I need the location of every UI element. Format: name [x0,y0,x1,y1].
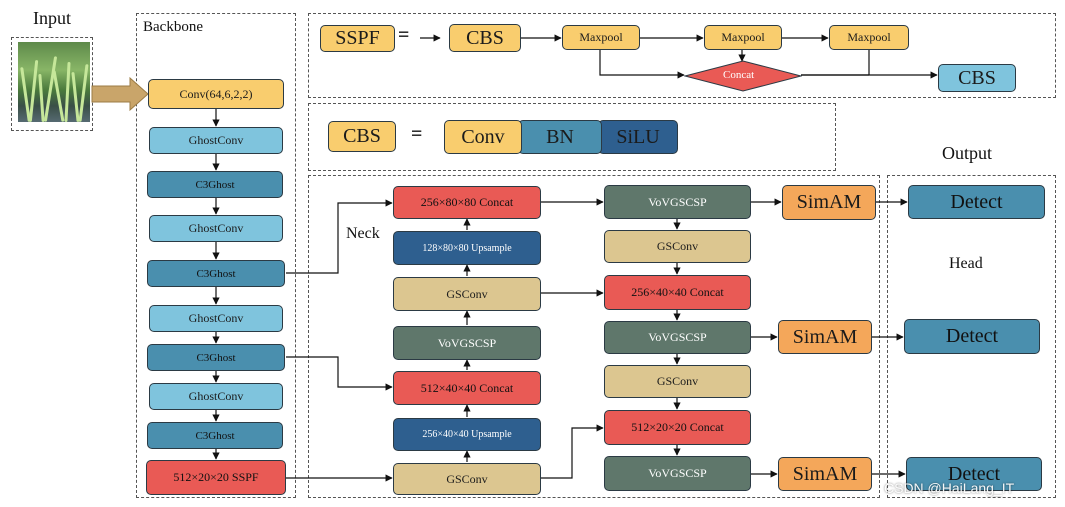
neck-concat-top-box: 256×80×80 Concat [393,186,541,219]
sspf-maxpool-2-box: Maxpool [704,25,782,50]
head-label: Head [949,255,983,272]
backbone-sspf-box: 512×20×20 SSPF [146,460,286,495]
neck-gsconv-1-box: GSConv [604,230,751,263]
sspf-concat-diamond [684,60,802,92]
backbone-c3ghost-4-box: C3Ghost [147,422,283,449]
backbone-label: Backbone [143,19,203,35]
detect-3-box: Detect [906,457,1042,491]
neck-gsconv-bottom-box: GSConv [393,463,541,495]
simam-3-box: SimAM [778,457,872,491]
backbone-ghostconv-3-box: GhostConv [149,305,283,332]
cbs-title-box: CBS [328,121,396,152]
cbs-definition-frame [308,103,836,171]
output-label: Output [942,143,993,163]
sspf-maxpool-1-box: Maxpool [562,25,640,50]
backbone-ghostconv-1-box: GhostConv [149,127,283,154]
input-rice-field-image [18,42,90,122]
neck-vovgscsp-left-box: VoVGSCSP [393,326,541,360]
input-label: Input [33,8,71,28]
sspf-equals-sign: = [398,24,410,46]
neck-concat-1-box: 256×40×40 Concat [604,275,751,310]
sspf-cbs-input-box: CBS [449,24,521,52]
watermark-text: CSDN @HaiLang_IT [884,480,1015,496]
neck-vovgscsp-1-box: VoVGSCSP [604,185,751,219]
neck-concat-2-box: 512×20×20 Concat [604,410,751,445]
neck-concat-mid-box: 512×40×40 Concat [393,371,541,405]
cbs-equals-sign: = [411,123,423,145]
neck-gsconv-top-box: GSConv [393,277,541,311]
sspf-concat-label: Concat [723,69,755,81]
sspf-cbs-output-box: CBS [938,64,1016,92]
backbone-c3ghost-3-box: C3Ghost [147,344,285,371]
cbs-bn-box: BN [518,120,602,154]
simam-2-box: SimAM [778,320,872,354]
backbone-c3ghost-2-box: C3Ghost [147,260,285,287]
cbs-conv-box: Conv [444,120,522,154]
simam-1-box: SimAM [782,185,876,220]
neck-gsconv-2-box: GSConv [604,365,751,398]
sspf-definition-frame [308,13,1056,98]
detect-2-box: Detect [904,319,1040,354]
neck-upsample-top-box: 128×80×80 Upsample [393,231,541,265]
neck-vovgscsp-2-box: VoVGSCSP [604,321,751,354]
sspf-title-box: SSPF [320,25,395,52]
backbone-ghostconv-4-box: GhostConv [149,383,283,410]
backbone-ghostconv-2-box: GhostConv [149,215,283,242]
cbs-silu-box: SiLU [598,120,678,154]
backbone-c3ghost-1-box: C3Ghost [147,171,283,198]
backbone-conv-box: Conv(64,6,2,2) [148,79,284,109]
neck-upsample-mid-box: 256×40×40 Upsample [393,418,541,451]
sspf-maxpool-3-box: Maxpool [829,25,909,50]
detect-1-box: Detect [908,185,1045,219]
neck-vovgscsp-3-box: VoVGSCSP [604,456,751,491]
neck-label: Neck [346,225,380,242]
